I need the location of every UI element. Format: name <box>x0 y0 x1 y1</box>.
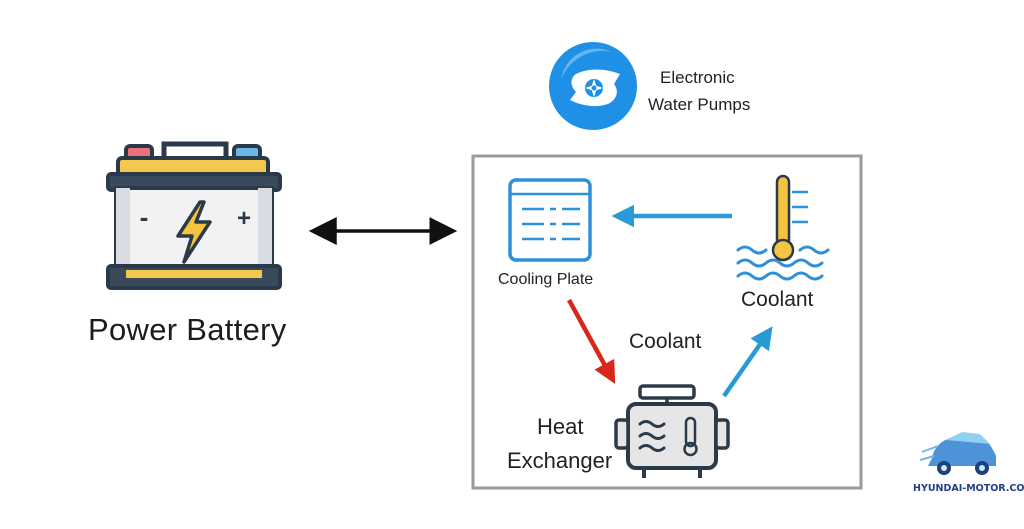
heat-exchanger-label-line2: Exchanger <box>507 448 613 473</box>
power-battery-label: Power Battery <box>88 312 287 347</box>
battery-minus: - <box>140 202 149 232</box>
waves-icon <box>736 245 830 281</box>
cooling-plate-icon <box>508 178 592 262</box>
battery-icon <box>106 141 282 290</box>
water-pump-icon <box>549 42 637 130</box>
coolant-label-center: Coolant <box>629 330 702 353</box>
flow-arrow-to-coolant <box>722 326 773 398</box>
flow-arrow-to-heat-exchanger <box>567 298 616 384</box>
car-logo-icon <box>919 432 996 475</box>
cooling-plate-label: Cooling Plate <box>498 271 594 288</box>
thermometer-icon <box>771 174 808 262</box>
cooling-system-box <box>471 154 863 490</box>
heat-exchanger-icon <box>614 384 730 478</box>
water-pump-label-line2: Water Pumps <box>648 95 751 114</box>
heat-exchanger-label-line1: Heat <box>537 414 584 439</box>
coolant-label-right: Coolant <box>741 288 814 311</box>
bolt-icon <box>176 200 212 264</box>
battery-plus: + <box>237 205 251 232</box>
water-pump-label-line1: Electronic <box>660 68 735 87</box>
watermark-text: HYUNDAI-MOTOR.COM.VN <box>913 483 1024 494</box>
